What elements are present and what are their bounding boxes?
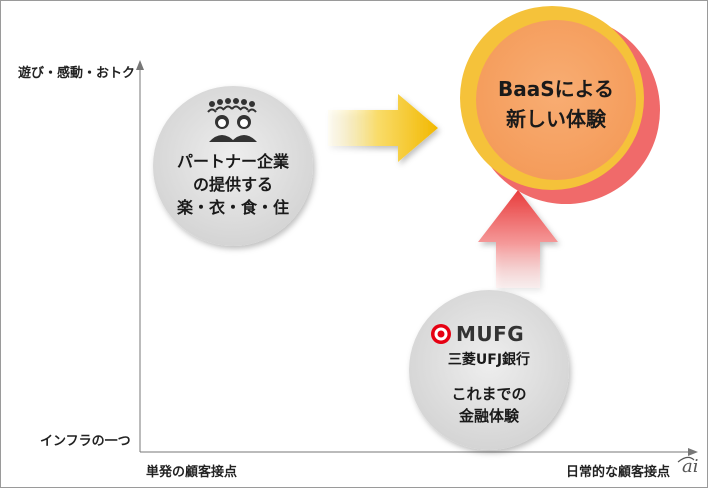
red-arrow [478,190,558,288]
mufg-logo-icon [431,324,451,344]
mufg-line-2: 金融体験 [458,407,519,425]
baas-line-2: 新しい体験 [506,107,606,131]
ai-watermark: ai [682,456,699,477]
x-axis-right-label: 日常的な顧客接点 [566,465,671,480]
people-icon [207,98,257,142]
y-axis-arrowhead [136,60,144,70]
baas-inner-circle [476,20,636,180]
mufg-description: これまでの 金融体験 [424,383,554,427]
mufg-line-1: これまでの [451,385,527,403]
baas-line-1: BaaSによる [497,77,615,101]
baas-circle-group [460,6,660,204]
x-axis-left-label: 単発の顧客接点 [146,465,238,480]
mufg-logo-text: MUFG [456,322,525,346]
axes [136,60,698,456]
y-axis-bottom-label: インフラの一つ [40,434,131,449]
x-axis-arrowhead [688,448,698,456]
partner-line-3: 楽・衣・食・住 [176,198,289,217]
partner-line-1: パートナー企業 [176,152,289,171]
partner-text: パートナー企業 の提供する 楽・衣・食・住 [163,150,303,219]
yellow-arrow [328,94,438,162]
partner-circle [153,86,313,246]
ai-watermark-icon [677,456,695,463]
mufg-bank-name: 三菱UFJ銀行 [447,352,531,368]
y-axis-top-label: 遊び・感動・おトク [18,66,136,81]
baas-text: BaaSによる 新しい体験 [486,74,626,134]
partner-line-2: の提供する [192,175,273,194]
